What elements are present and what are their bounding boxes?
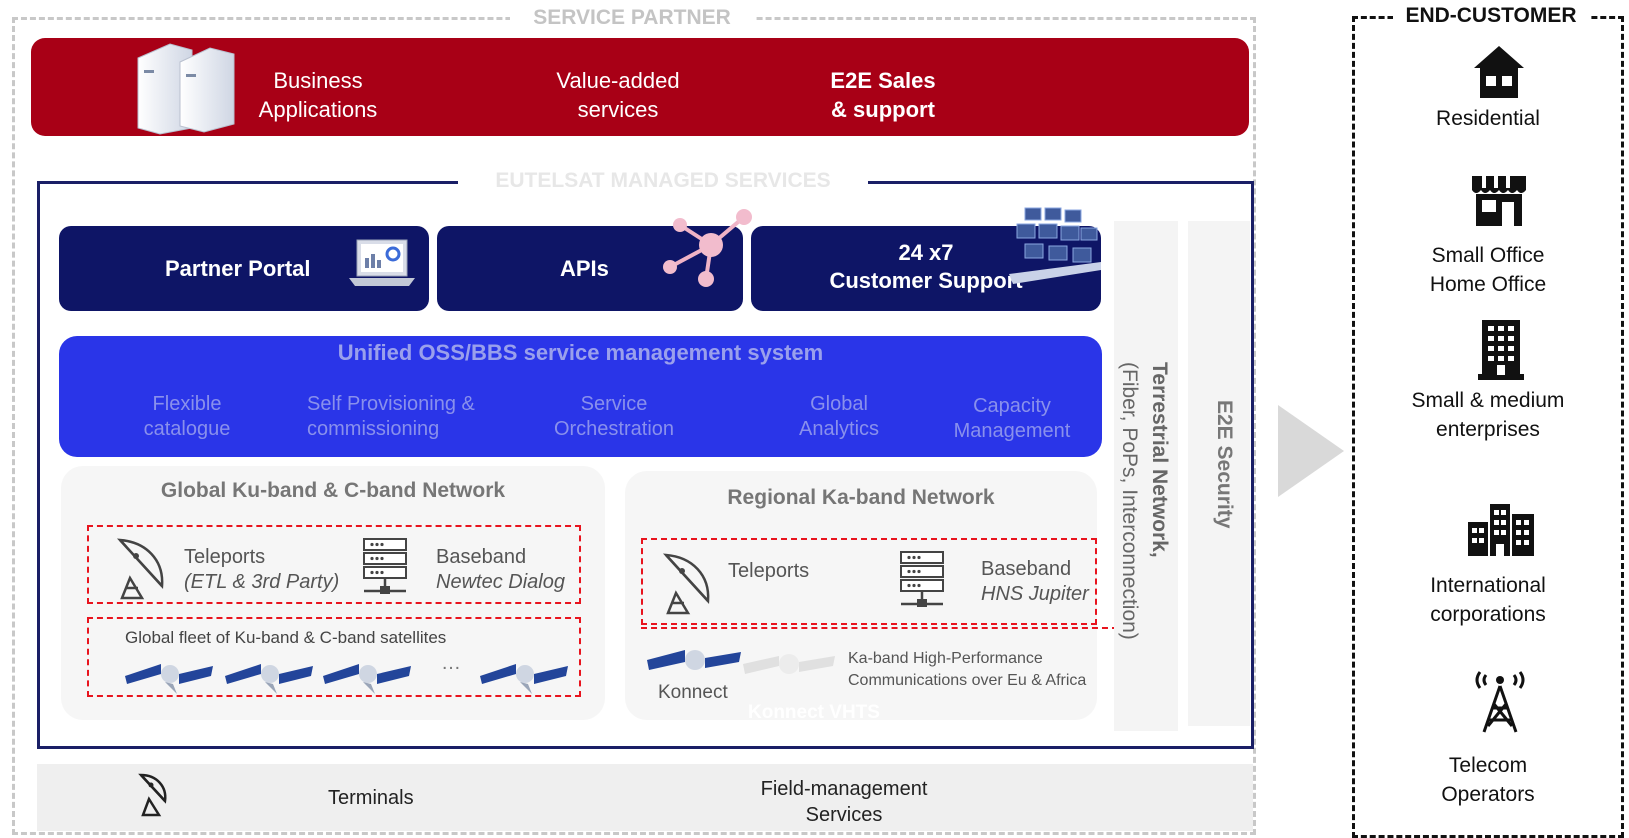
partner-portal-box: Partner Portal <box>59 226 429 311</box>
ka-band-network-title: Regional Ka-band Network <box>727 486 995 509</box>
business-applications-line2: Applications <box>258 97 378 122</box>
oss-item-capacity-line1: Capacity <box>973 395 1051 417</box>
terminals-label: Terminals <box>328 787 414 809</box>
satellite-icon <box>125 664 213 694</box>
ka-teleports-dashed-box <box>641 538 1097 625</box>
city-buildings-icon <box>1468 504 1534 556</box>
e2e-security-column <box>1188 221 1250 726</box>
oss-item-provisioning-line1: Self Provisioning & <box>307 393 475 415</box>
ku-teleports-dashed-box <box>87 525 581 604</box>
end-customer-residential: Residential <box>1436 107 1540 130</box>
ku-fleet-label: Global fleet of Ku-band & C-band satelli… <box>125 628 447 647</box>
fleet-ellipsis: … <box>441 652 461 674</box>
oss-item-capacity-line2: Management <box>953 420 1071 442</box>
oss-item-orchestration-line2: Orchestration <box>553 418 675 440</box>
e2e-sales-line2: & support <box>831 97 935 122</box>
ku-band-network-title: Global Ku-band & C-band Network <box>160 479 506 502</box>
konnect-label: Konnect <box>658 682 728 703</box>
satellite-icon <box>225 664 313 694</box>
satellite-icon <box>323 664 411 694</box>
house-icon <box>1474 46 1524 98</box>
support-line1: 24 x7 <box>898 240 954 265</box>
satellite-icon <box>480 664 568 694</box>
end-customer-title: END-CUSTOMER <box>1393 3 1589 29</box>
ka-hpc-line2: Communications over Eu & Africa <box>848 672 1087 689</box>
terminals-bar <box>37 764 1253 831</box>
ka-hpc-line1: Ka-band High-Performance <box>848 650 1043 667</box>
network-nodes-icon <box>663 209 752 287</box>
terrestrial-network-column <box>1114 221 1178 731</box>
ku-fleet-dashed-box <box>87 617 581 697</box>
konnect-satellites-icon <box>647 650 835 674</box>
end-customer-soho-line1: Small Office <box>1431 244 1545 267</box>
field-management-line2: Services <box>805 804 883 826</box>
telecom-tower-icon <box>1475 671 1525 733</box>
server-rack-icon <box>900 551 944 607</box>
ka-teleports-label: Teleports <box>728 560 810 582</box>
laptop-dashboard-icon <box>349 239 415 286</box>
end-customer-sme-line1: Small & medium <box>1411 389 1565 412</box>
end-customer-intl-line2: corporations <box>1430 603 1546 626</box>
ku-baseband-sublabel: Newtec Dialog <box>436 571 565 593</box>
terrestrial-line2: (Fiber, PoPs, Interconnection) <box>1118 362 1141 640</box>
end-customer-sme-line2: enterprises <box>1436 418 1540 441</box>
managed-services-title: EUTELSAT MANAGED SERVICES <box>458 167 868 195</box>
ku-teleports-label: Teleports <box>184 546 266 568</box>
oss-item-orchestration-line1: Service <box>580 393 648 415</box>
terrestrial-line1: Terrestrial Network, <box>1148 362 1171 558</box>
support-line2: Customer Support <box>829 268 1023 293</box>
oss-bss-title: Unified OSS/BBS service management syste… <box>337 340 824 365</box>
apis-label: APIs <box>560 256 609 281</box>
oss-bss-box: Unified OSS/BBS service management syste… <box>59 336 1102 457</box>
customer-support-box: 24 x7 Customer Support <box>751 226 1101 311</box>
oss-item-analytics-line2: Analytics <box>798 418 880 440</box>
satellite-dish-icon <box>116 538 164 600</box>
service-partner-title: SERVICE PARTNER <box>510 5 754 31</box>
konnect-vhts-label: Konnect VHTS <box>748 702 880 723</box>
e2e-security-label: E2E Security <box>1213 400 1236 529</box>
ka-baseband-label: Baseband <box>981 558 1072 580</box>
oss-item-flexible-line2: catalogue <box>143 418 231 440</box>
field-management-line1: Field-management <box>760 778 928 800</box>
satellite-fleet-icons <box>125 664 568 694</box>
end-customer-telecom-line1: Telecom <box>1448 754 1528 777</box>
business-applications-line1: Business <box>273 68 363 93</box>
terminal-dish-icon <box>138 773 167 817</box>
servers-icon <box>137 43 235 135</box>
value-added-line2: services <box>577 97 659 122</box>
end-customer-intl-line1: International <box>1430 574 1546 597</box>
ku-baseband-label: Baseband <box>436 546 527 568</box>
office-building-icon <box>1478 320 1524 380</box>
arrow-right-icon <box>1278 405 1344 497</box>
oss-item-flexible-line1: Flexible <box>152 393 222 415</box>
satellite-dish-icon <box>662 553 710 615</box>
shop-icon <box>1472 176 1526 226</box>
end-customer-telecom-line2: Operators <box>1441 783 1535 806</box>
apis-box: APIs <box>437 226 743 311</box>
oss-item-analytics-line1: Global <box>810 393 868 415</box>
partner-portal-label: Partner Portal <box>165 256 311 281</box>
operations-center-icon <box>1009 207 1101 284</box>
server-rack-icon <box>363 538 407 594</box>
value-added-line1: Value-added <box>556 68 680 93</box>
e2e-sales-line1: E2E Sales <box>830 68 936 93</box>
end-customer-soho-line2: Home Office <box>1429 273 1547 296</box>
oss-item-provisioning-line2: commissioning <box>307 418 440 440</box>
ku-teleports-sublabel: (ETL & 3rd Party) <box>184 571 340 593</box>
ka-baseband-sublabel: HNS Jupiter <box>981 583 1089 605</box>
